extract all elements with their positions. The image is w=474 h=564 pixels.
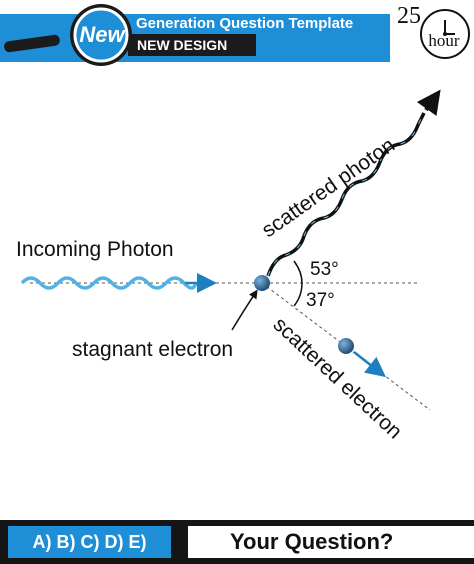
electron-pointer-arrow (231, 289, 258, 331)
clock-icon (420, 9, 470, 59)
answer-options: A) B) C) D) E) (32, 532, 147, 552)
angle-arc-electron (293, 282, 303, 307)
design-tag: NEW DESIGN (128, 34, 256, 56)
scattered-electron-label: scattered electron (269, 313, 407, 444)
scattered-electron (338, 338, 354, 354)
scattered-photon-label: scattered photon (258, 134, 399, 243)
answer-options-box (8, 526, 171, 558)
angle-arc-photon (293, 260, 303, 284)
question-box (188, 526, 474, 558)
timer-value: 25 (397, 3, 421, 29)
angle-electron-label: 37° (306, 290, 335, 311)
question-prompt: Your Question? (230, 529, 394, 554)
magnifier-icon (4, 4, 132, 66)
incoming-photon-label: Incoming Photon (16, 238, 174, 261)
template-title: Generation Question Template (136, 15, 354, 32)
stagnant-electron-label: stagnant electron (72, 338, 233, 361)
electron-path-line (261, 282, 431, 411)
scattered-photon-arrowhead (416, 89, 441, 116)
new-badge: New (79, 22, 125, 47)
incoming-photon-wave (20, 276, 198, 290)
timer-unit: hour (428, 31, 460, 50)
stagnant-electron (254, 275, 270, 291)
compton-scattering-diagram: Incoming Photon scattered photon stagnan… (16, 89, 441, 444)
design-tag-label: NEW DESIGN (137, 37, 228, 53)
angle-photon-label: 53° (310, 259, 339, 280)
footer: A) B) C) D) E) Your Question? (0, 520, 474, 564)
scattered-electron-arrow (353, 351, 386, 378)
scattered-photon-wave (266, 112, 426, 277)
